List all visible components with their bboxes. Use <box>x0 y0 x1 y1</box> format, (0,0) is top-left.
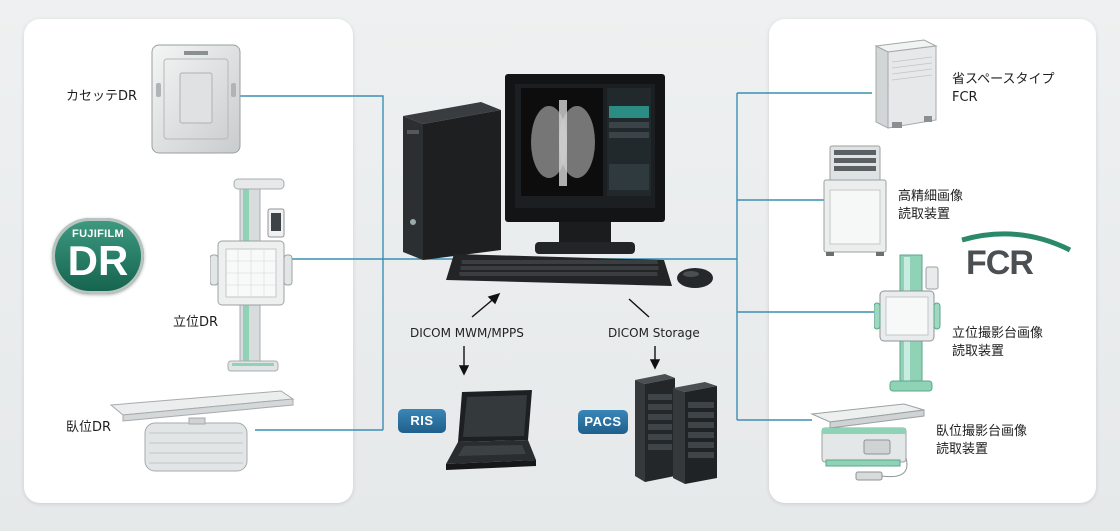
dicom-mwm-label: DICOM MWM/MPPS <box>410 326 524 340</box>
ris-badge: RIS <box>398 409 446 433</box>
mouse <box>677 268 713 288</box>
arrow-mwm-up <box>471 295 498 318</box>
standing-dr-label: 立位DR <box>173 315 219 330</box>
compact-fcr-label-1: 省スペースタイプ <box>952 72 1055 87</box>
supine-reader-label-2: 読取装置 <box>936 442 989 457</box>
fujifilm-dr-logo: FUJIFILM DR <box>52 218 144 294</box>
supine-reader-device <box>810 403 925 481</box>
fcr-logo-swoosh <box>961 231 1072 253</box>
standing-dr-device <box>210 178 293 372</box>
compact-fcr-device <box>874 39 938 129</box>
supine-reader-label-1: 臥位撮影台画像 <box>936 424 1028 439</box>
fujifilm-logo-text: FUJIFILM <box>72 228 124 240</box>
cassette-dr-label: カセッテDR <box>66 89 138 104</box>
pacs-servers <box>635 374 717 484</box>
high-res-reader-label-2: 読取装置 <box>898 207 951 222</box>
standing-reader-label-1: 立位撮影台画像 <box>952 326 1044 341</box>
ris-laptop <box>446 390 536 470</box>
compact-fcr-label-2: FCR <box>952 90 978 105</box>
fcr-logo: FCR <box>958 228 1082 286</box>
dicom-storage-label: DICOM Storage <box>608 326 700 340</box>
high-res-reader-device <box>823 145 887 256</box>
supine-dr-label: 臥位DR <box>66 420 112 435</box>
cassette-dr-device <box>151 44 241 154</box>
workstation-tower <box>403 102 501 260</box>
keyboard <box>446 254 672 286</box>
supine-dr-device <box>109 390 295 472</box>
arrow-storage-up <box>628 298 650 318</box>
fcr-logo-text: FCR <box>966 244 1034 282</box>
standing-reader-device <box>874 254 941 392</box>
dr-logo-text: DR <box>67 237 129 284</box>
pacs-badge: PACS <box>578 410 628 434</box>
high-res-reader-label-1: 高精細画像 <box>898 189 964 204</box>
monitor <box>505 74 665 254</box>
standing-reader-label-2: 読取装置 <box>952 344 1005 359</box>
